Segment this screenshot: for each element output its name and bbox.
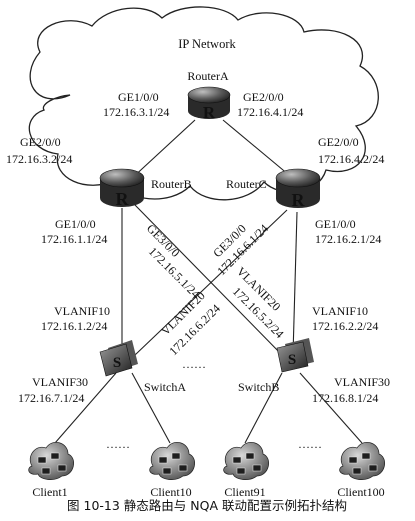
ra-ge1-port: GE1/0/0 bbox=[118, 90, 159, 104]
client-label: Client10 bbox=[150, 485, 191, 499]
clients: Client1 Client10 Client91 Client100 bbox=[28, 441, 386, 499]
rc-ge2-port: GE2/0/0 bbox=[318, 135, 359, 149]
swa-vlanif30-ip: 172.16.7.1/24 bbox=[18, 391, 84, 405]
client-client100: Client100 bbox=[337, 441, 386, 499]
client-client10: Client10 bbox=[149, 441, 196, 499]
rb-ge1-port: GE1/0/0 bbox=[55, 217, 96, 231]
router-c-name: RouterC bbox=[226, 177, 267, 191]
link-switchb-client91 bbox=[244, 372, 283, 444]
swb-vlanif10-port: VLANIF10 bbox=[312, 304, 368, 318]
router-b-name: RouterB bbox=[151, 177, 192, 191]
link-routera-routerc bbox=[222, 119, 296, 181]
rb-ge2-ip: 172.16.3.2/24 bbox=[6, 152, 72, 166]
swb-vlanif30-ip: 172.16.8.1/24 bbox=[312, 391, 378, 405]
ra-ge2-ip: 172.16.4.1/24 bbox=[237, 105, 303, 119]
router-b-icon: R bbox=[116, 189, 130, 209]
links bbox=[54, 119, 363, 444]
swb-vlanif30-port: VLANIF30 bbox=[334, 375, 390, 389]
cloud-label: IP Network bbox=[178, 37, 236, 51]
ellipsis-left: …… bbox=[106, 437, 130, 451]
swa-vlanif10-port: VLANIF10 bbox=[54, 304, 110, 318]
client-client1: Client1 bbox=[28, 441, 75, 499]
router-a: R bbox=[187, 86, 231, 122]
rc-ge1-ip: 172.16.2.1/24 bbox=[315, 232, 381, 246]
switch-a: S bbox=[99, 340, 138, 377]
router-c: R bbox=[275, 168, 321, 210]
swa-vlanif10-ip: 172.16.1.2/24 bbox=[41, 319, 107, 333]
figure-caption: 图 10-13 静态路由与 NQA 联动配置示例拓扑结构 bbox=[67, 498, 347, 513]
client-label: Client91 bbox=[224, 485, 265, 499]
link-routera-routerb bbox=[129, 119, 196, 181]
rb-ge2-port: GE2/0/0 bbox=[20, 135, 61, 149]
switch-b-icon: S bbox=[288, 352, 296, 368]
router-c-icon: R bbox=[292, 190, 306, 210]
link-switcha-client10 bbox=[131, 372, 171, 444]
rc-ge1-port: GE1/0/0 bbox=[315, 217, 356, 231]
swa-vlanif30-port: VLANIF30 bbox=[32, 375, 88, 389]
rc-ge2-ip: 172.16.4.2/24 bbox=[318, 152, 384, 166]
client-label: Client100 bbox=[337, 485, 384, 499]
client-label: Client1 bbox=[32, 485, 67, 499]
router-b: R bbox=[99, 168, 145, 209]
router-a-name: RouterA bbox=[187, 69, 229, 83]
ra-ge1-ip: 172.16.3.1/24 bbox=[103, 105, 169, 119]
link-switchb-client100 bbox=[299, 372, 363, 444]
switch-b: S bbox=[276, 338, 314, 373]
link-switcha-client1 bbox=[54, 372, 117, 444]
link-routerc-switcha bbox=[134, 209, 288, 356]
switch-b-name: SwitchB bbox=[238, 380, 279, 394]
rb-ge1-ip: 172.16.1.1/24 bbox=[41, 232, 107, 246]
router-a-icon: R bbox=[203, 103, 216, 122]
switch-a-name: SwitchA bbox=[144, 380, 186, 394]
swb-vlanif10-ip: 172.16.2.2/24 bbox=[312, 319, 378, 333]
ellipsis-right: …… bbox=[298, 437, 322, 451]
switch-a-icon: S bbox=[113, 355, 121, 371]
client-client91: Client91 bbox=[223, 441, 270, 499]
ellipsis-middle: …… bbox=[182, 357, 206, 371]
link-routerb-switchb bbox=[134, 204, 286, 359]
link-routerc-switchb bbox=[292, 211, 298, 356]
ra-ge2-port: GE2/0/0 bbox=[243, 90, 284, 104]
